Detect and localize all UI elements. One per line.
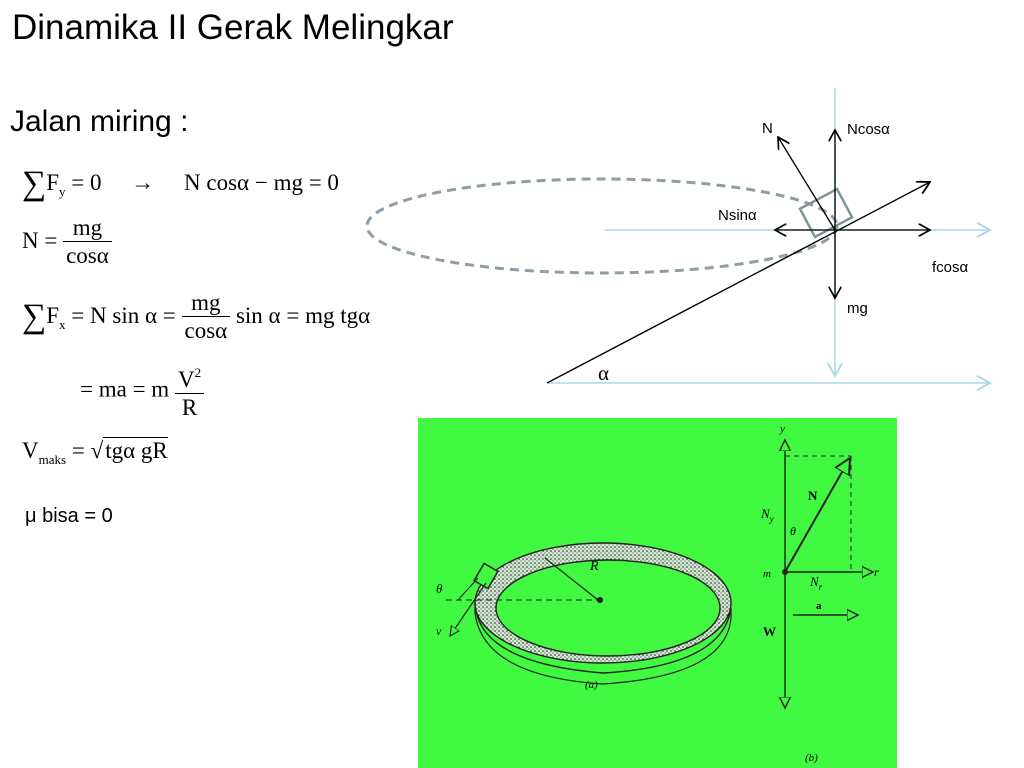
slide-title: Dinamika II Gerak Melingkar [12,8,454,47]
equation-vmaks: Vmaks = √tgα gR [22,437,168,468]
eq3-lhs: F [46,302,60,328]
eq4-sup: 2 [194,365,202,380]
eq2-den: cosα [63,241,112,270]
svg-text:Ny: Ny [760,506,774,524]
sigma-icon: ∑ [22,297,47,335]
label-alpha: α [598,361,609,385]
fig-b-nr-sub: r [819,582,823,592]
eq3-den: cosα [181,316,231,345]
fig-b-a: a [816,600,822,612]
figure-panel: θ R v (a) y N Ny θ m Nr r a W (b) [418,418,897,768]
sigma-icon: ∑ [22,165,47,202]
svg-text:Nr: Nr [809,574,823,592]
eq4-den: R [174,393,205,422]
fig-a-theta: θ [436,581,443,596]
eq2-num: mg [72,215,103,240]
eq3-num: mg [191,290,221,315]
eq1-rhs: N cosα − mg = 0 [184,170,339,195]
figure-a: θ R v (a) [436,542,732,691]
fig-a-caption: (a) [585,679,598,691]
fig-b-nr: N [809,574,820,589]
eq4-part1: = ma = m [80,376,170,402]
banked-curve-figure: θ R v (a) y N Ny θ m Nr r a W (b) [436,423,879,764]
equation-sum-fy: ∑Fy = 0 → N cosα − mg = 0 [22,165,339,203]
eq1-lhs: F [46,170,60,195]
eq1-sub: y [59,184,66,199]
eq1-mid: = 0 [71,170,102,195]
label-fcos: fcosα [932,259,969,276]
eq5-sub: maks [38,452,67,467]
eq5-lhs: V [22,438,39,463]
track-ellipse [365,177,839,275]
friction-note: μ bisa = 0 [25,505,113,527]
eq3-sub: x [59,316,66,332]
fig-b-ny: N [760,506,771,521]
eq3-part2: sin α = mg tgα [235,302,371,328]
force-diagram: N Ncosα Nsinα fcosα mg α [365,88,1024,420]
eq3-part1: = N sin α = [71,302,176,328]
label-mg: mg [847,300,868,317]
sqrt-icon: √ [90,438,104,463]
fig-b-theta: θ [790,524,796,538]
fig-b-y: y [779,423,785,435]
figure-b: y N Ny θ m Nr r a W (b) [760,423,879,764]
fig-a-velocity: v [436,624,442,638]
fig-a-radius: R [589,559,599,574]
arrow-icon: → [131,170,155,195]
label-n: N [762,120,773,137]
eq4-num: V [177,367,195,392]
eq2-lhs: N = [22,227,58,253]
label-nsin: Nsinα [718,207,757,224]
eq5-eq: = [71,438,85,463]
eq5-radicand: tgα gR [103,437,168,463]
label-ncos: Ncosα [847,121,890,138]
incline-line [546,182,930,384]
fig-b-ny-sub: y [769,514,774,524]
fig-b-r: r [874,565,879,579]
fig-b-m: m [763,568,771,580]
normal-force-arrow [778,137,836,231]
fig-b-caption: (b) [805,752,818,764]
slide-subtitle: Jalan miring : [10,105,189,138]
fig-b-w: W [763,624,776,639]
fig-b-n: N [808,488,818,503]
